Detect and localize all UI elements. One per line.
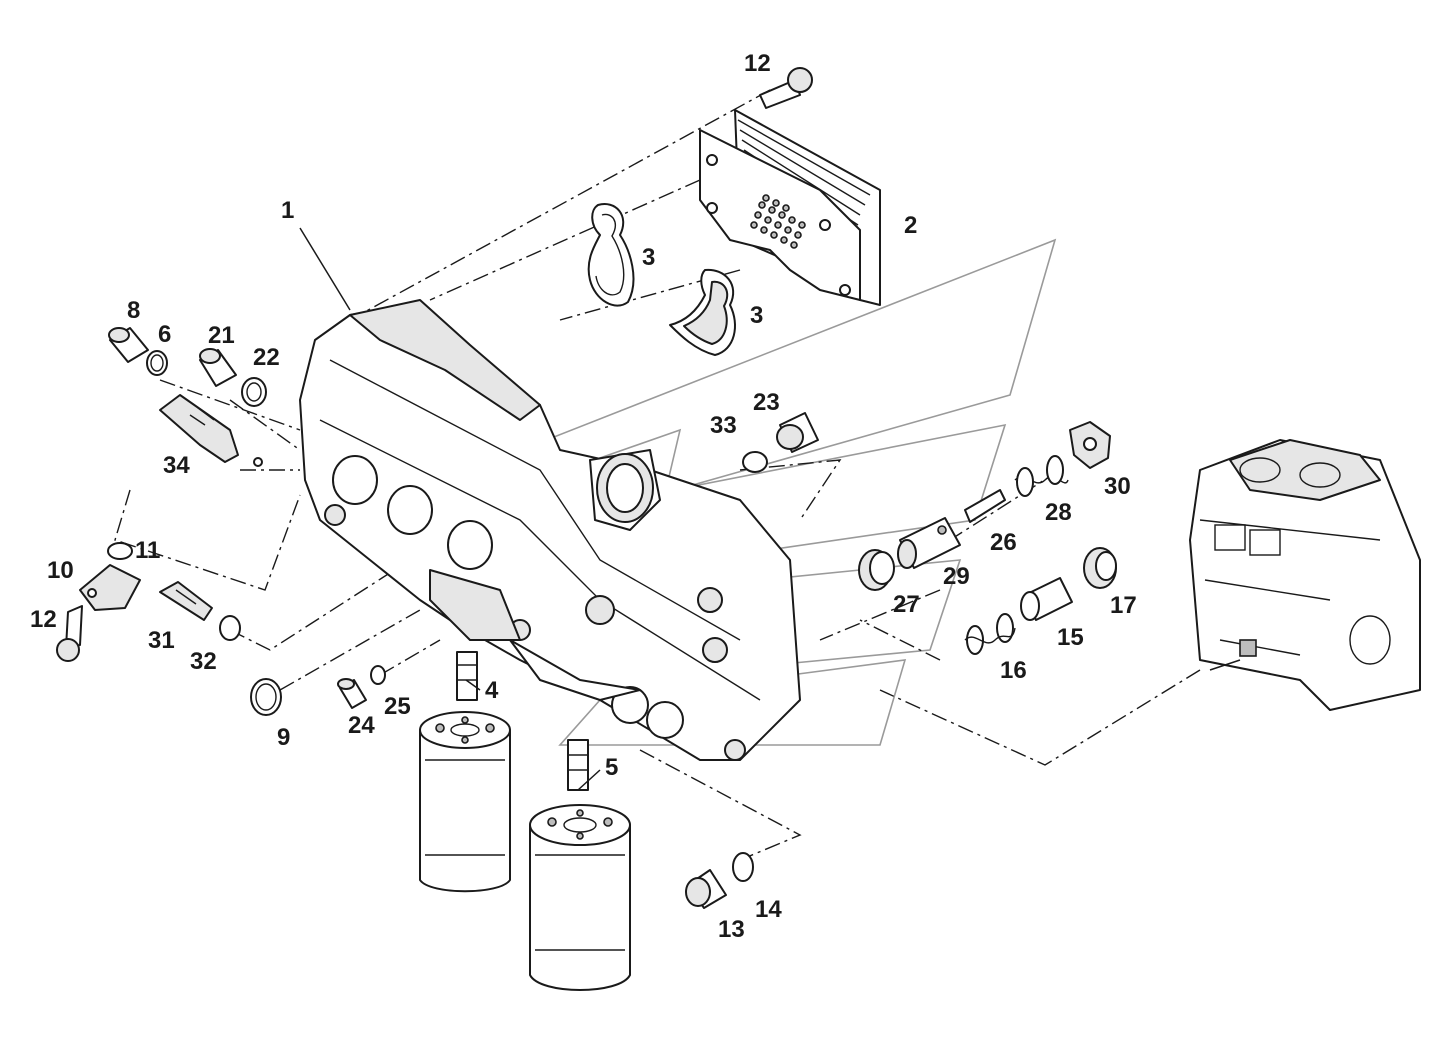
callout-5: 5: [605, 754, 618, 781]
callout-26: 26: [990, 529, 1017, 556]
callout-21: 21: [208, 322, 235, 349]
sensor-34: [159, 394, 263, 467]
seal-ring-11: [107, 542, 133, 560]
seal-ring-25: [370, 665, 386, 685]
leader-lines: [299, 227, 1241, 791]
spring-16: [964, 613, 1016, 655]
callout-3-upper: 3: [642, 244, 655, 271]
callout-10: 10: [47, 557, 74, 584]
callout-2: 2: [904, 212, 917, 239]
callout-15: 15: [1057, 624, 1084, 651]
spring-28: [1014, 455, 1069, 497]
plug-21: [199, 348, 237, 387]
plug-23: [776, 412, 819, 453]
callout-24: 24: [348, 712, 375, 739]
callout-11: 11: [135, 537, 160, 564]
piston-15: [1020, 577, 1073, 621]
callout-12-top: 12: [744, 50, 771, 77]
callout-17: 17: [1110, 592, 1137, 619]
callout-labels: 1 2 3 3 4 5 6 8 9 10 11 12 12 13 14 15 1…: [30, 50, 1137, 943]
seal-ring-32: [219, 615, 241, 641]
seal-ring-33: [742, 451, 768, 473]
callout-9: 9: [277, 724, 290, 751]
callout-29: 29: [943, 563, 970, 590]
plug-17: [1083, 547, 1117, 589]
bolt-12-left: [56, 605, 83, 662]
oil-filter-4: [419, 711, 511, 893]
callout-12-left: 12: [30, 606, 57, 633]
callout-28: 28: [1045, 499, 1072, 526]
callout-25: 25: [384, 693, 411, 720]
engine-block: [1189, 439, 1421, 711]
callout-30: 30: [1104, 473, 1131, 500]
seal-ring-14: [732, 852, 754, 882]
cover-plate-10: [79, 564, 141, 611]
callout-22: 22: [253, 344, 280, 371]
callout-8: 8: [127, 297, 140, 324]
pin-26: [964, 489, 1006, 523]
callout-32: 32: [190, 648, 217, 675]
seal-ring-22: [241, 377, 267, 407]
callout-34: 34: [163, 452, 190, 479]
plug-27: [858, 549, 895, 591]
plug-24: [337, 678, 367, 709]
oil-cooler: [699, 109, 881, 306]
sensor-31: [159, 581, 213, 621]
callout-33: 33: [710, 412, 737, 439]
gasket-lower: [669, 268, 736, 356]
nipple-5: [567, 739, 589, 791]
seal-ring-6: [146, 350, 168, 376]
callout-16: 16: [1000, 657, 1027, 684]
plug-13: [685, 869, 727, 909]
oil-filter-housing: [299, 299, 801, 761]
plug-8: [108, 327, 149, 363]
clip-30: [1069, 421, 1111, 469]
callout-27: 27: [893, 591, 920, 618]
callout-23: 23: [753, 389, 780, 416]
callout-6: 6: [158, 321, 171, 348]
callout-4: 4: [485, 677, 499, 704]
bolt-12-top: [759, 67, 813, 109]
cooler-holes: [750, 194, 806, 249]
gasket-upper: [587, 203, 635, 307]
oil-filter-5: [529, 804, 631, 991]
valve-piston-29: [897, 517, 961, 569]
nipple-4: [456, 651, 478, 701]
callout-3-lower: 3: [750, 302, 763, 329]
seal-ring-9: [250, 678, 282, 716]
callout-31: 31: [148, 627, 175, 654]
callout-13: 13: [718, 916, 745, 943]
callout-1: 1: [281, 197, 294, 224]
callout-14: 14: [755, 896, 782, 923]
